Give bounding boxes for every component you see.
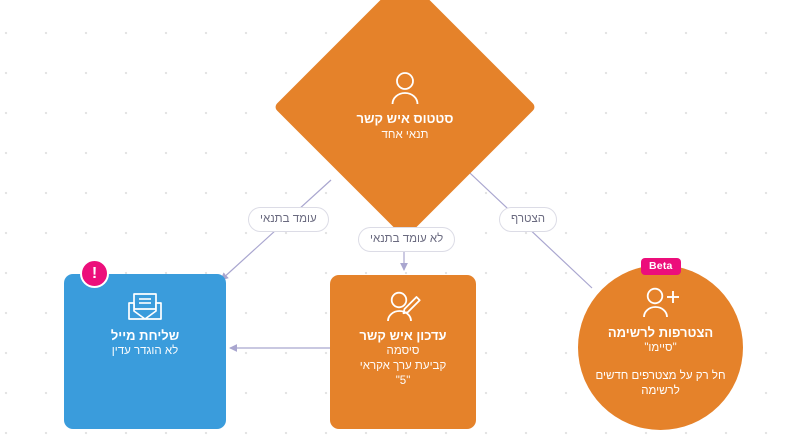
edge-label-join-to-status[interactable]: הצטרף xyxy=(499,207,558,232)
node-status-subtitle: תנאי אחד xyxy=(381,129,429,141)
person-icon xyxy=(389,71,421,105)
alert-badge[interactable]: ! xyxy=(80,259,109,288)
beta-badge: Beta xyxy=(641,258,681,275)
node-send-email[interactable]: שליחת מייל לא הוגדר עדין xyxy=(64,274,226,429)
person-edit-icon xyxy=(383,291,423,328)
node-update-contact-sub-3: "5" xyxy=(395,375,411,387)
node-join-list-note-2: לרשימה xyxy=(641,385,680,397)
node-status-title: סטטוס איש קשר xyxy=(356,111,454,126)
node-update-contact-title: עדכון איש קשר xyxy=(359,328,447,343)
node-update-contact-sub-2: קביעת ערך אקראי xyxy=(359,360,447,372)
node-join-list-note-1: חל רק על מצטרפים חדשים xyxy=(595,370,726,382)
edge-label-status-to-email[interactable]: עומד בתנאי xyxy=(248,207,329,232)
node-join-list-title: הצטרפות לרשימה xyxy=(607,325,714,340)
node-send-email-title: שליחת מייל xyxy=(110,328,180,343)
node-join-list-subtitle: "סיימו" xyxy=(644,342,677,354)
edge-label-status-to-update[interactable]: לא עומד בתנאי xyxy=(358,227,456,252)
node-update-contact[interactable]: עדכון איש קשר סיסמה קביעת ערך אקראי "5" xyxy=(330,275,476,429)
person-plus-icon xyxy=(639,287,683,325)
node-send-email-subtitle: לא הוגדר עדין xyxy=(111,345,179,357)
node-join-list[interactable]: הצטרפות לרשימה "סיימו" חל רק על מצטרפים … xyxy=(578,265,743,430)
node-update-contact-sub-1: סיסמה xyxy=(386,345,420,357)
envelope-icon xyxy=(126,290,164,328)
node-status[interactable]: סטטוס איש קשר תנאי אחד xyxy=(273,0,537,239)
